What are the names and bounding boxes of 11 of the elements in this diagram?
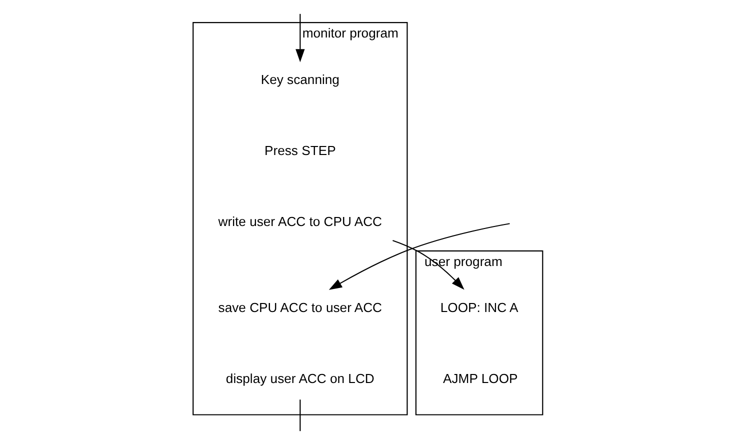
arrow: [328, 223, 510, 290]
connector: [299, 400, 300, 432]
node-text: write user ACC to CPU ACC: [218, 214, 382, 229]
node-text: LOOP: INC A: [440, 300, 518, 316]
node-text: AJMP LOOP: [442, 371, 518, 386]
arrow: [392, 240, 464, 290]
node-text: display user ACC on LCD: [225, 371, 374, 386]
node-text: Press STEP: [264, 142, 336, 158]
node-text: Key scanning: [260, 72, 339, 87]
arrow: [295, 14, 304, 62]
node-text: save CPU ACC to user ACC: [218, 300, 382, 316]
